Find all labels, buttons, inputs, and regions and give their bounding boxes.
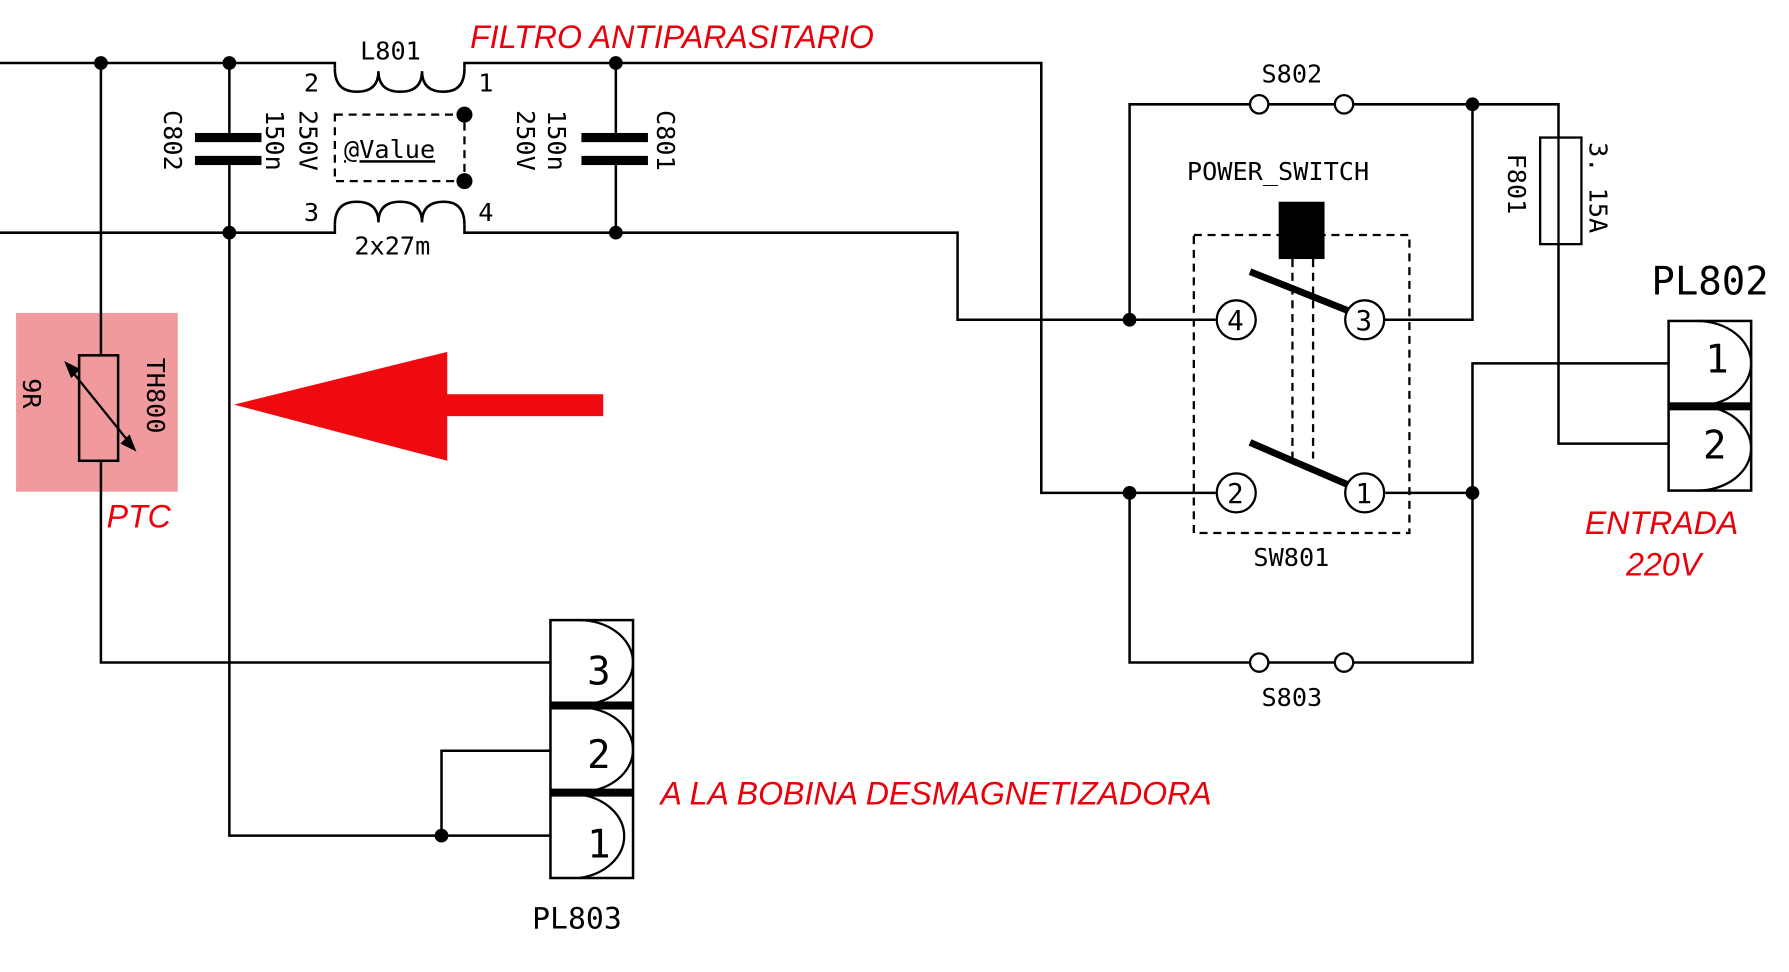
inductor-l801: @Value L801 2x27m 2 1 3 4 — [304, 37, 494, 261]
c801-voltage: 250V — [511, 110, 540, 171]
input-label-line1: ENTRADA — [1585, 505, 1738, 541]
f801-ref: F801 — [1502, 154, 1531, 215]
connector-pl802: PL802 1 2 — [1651, 260, 1769, 492]
capacitor-c802: C802 150n 250V — [158, 110, 322, 171]
sw801-pin-3: 3 — [1356, 305, 1373, 337]
ptc-label: PTC — [107, 498, 172, 534]
c802-value: 150n — [260, 110, 289, 171]
red-arrow-icon — [233, 351, 604, 461]
wire-pl803-pin2 — [440, 749, 551, 836]
pl803-pin-1: 1 — [587, 822, 610, 867]
c802-ref: C802 — [158, 110, 187, 171]
connector-pl803: 3 2 1 PL803 — [532, 618, 635, 936]
c801-ref: C801 — [651, 110, 680, 171]
filter-title-label: FILTRO ANTIPARASITARIO — [470, 19, 874, 55]
l801-value: 2x27m — [354, 231, 430, 260]
fuse-f801: F801 3. 15A — [1471, 103, 1669, 493]
pl802-pin-1: 1 — [1705, 338, 1728, 383]
l801-ref: L801 — [360, 37, 421, 66]
power-switch-sw801: POWER_SWITCH 4 3 2 1 SW801 — [1129, 157, 1473, 572]
switch-s802: S802 — [1128, 60, 1474, 322]
thermistor-th800: 9R TH800 — [17, 354, 170, 463]
pl803-pin-3: 3 — [587, 649, 610, 694]
degauss-coil-label: A LA BOBINA DESMAGNETIZADORA — [659, 776, 1212, 812]
wire-ptc-branch — [99, 63, 551, 664]
th800-ref: TH800 — [141, 358, 170, 434]
top-wire — [0, 61, 1130, 495]
th800-value: 9R — [17, 378, 46, 409]
sw801-pin-4: 4 — [1227, 305, 1244, 337]
s803-ref: S803 — [1261, 683, 1322, 712]
l801-pin-2: 2 — [304, 69, 319, 98]
pl803-pin-2: 2 — [587, 733, 610, 778]
sw801-ref: SW801 — [1253, 543, 1329, 572]
l801-pin-1: 1 — [478, 69, 493, 98]
l801-value-placeholder: @Value — [344, 135, 435, 164]
f801-value: 3. 15A — [1583, 142, 1612, 233]
pl802-ref: PL802 — [1651, 260, 1768, 305]
pl802-pin-2: 2 — [1703, 423, 1726, 468]
l801-pin-4: 4 — [478, 198, 493, 227]
junction-dots — [94, 56, 1480, 843]
s802-ref: S802 — [1261, 60, 1322, 89]
sw801-pin-2: 2 — [1227, 478, 1244, 510]
switch-s803: S803 — [1128, 492, 1474, 712]
l801-pin-3: 3 — [304, 198, 319, 227]
bottom-wire — [0, 224, 1216, 322]
sw801-name: POWER_SWITCH — [1187, 157, 1369, 186]
pl803-ref: PL803 — [532, 901, 622, 936]
capacitor-c801: 250V 150n C801 — [511, 110, 680, 171]
input-label-line2: 220V — [1625, 546, 1704, 582]
c802-voltage: 250V — [293, 110, 322, 171]
sw801-pin-1: 1 — [1356, 478, 1373, 510]
wire-c802-branch — [228, 63, 551, 837]
c801-value: 150n — [542, 110, 571, 171]
